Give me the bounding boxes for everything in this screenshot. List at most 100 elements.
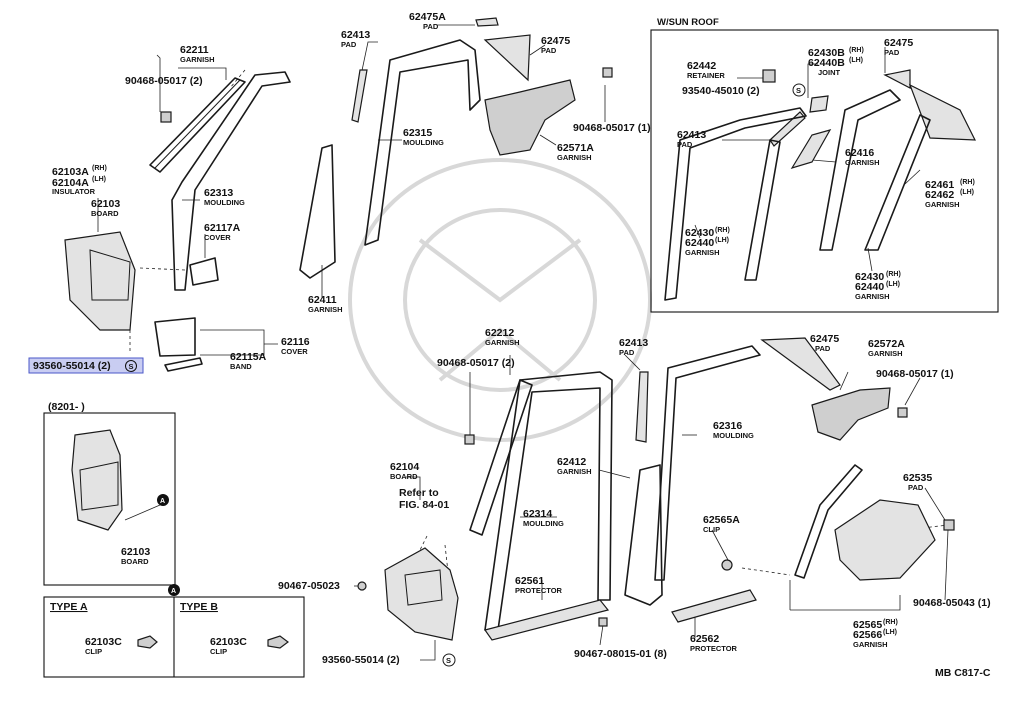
callout-62211: 62211 GARNISH: [180, 44, 215, 64]
svg-text:62116: 62116: [281, 336, 310, 348]
svg-text:62413: 62413: [341, 29, 370, 41]
callout-62413-sunroof: 62413 PAD: [677, 129, 706, 149]
diagram-code: MB C817-C: [935, 667, 991, 679]
svg-text:62412: 62412: [557, 456, 586, 468]
clip-icon-type-a: [137, 635, 158, 649]
svg-text:62475: 62475: [884, 37, 913, 49]
callout-62103A-62104A: 62103A (RH) 62104A (LH) INSULATOR: [52, 165, 107, 196]
svg-text:62316: 62316: [713, 420, 742, 432]
svg-text:PROTECTOR: PROTECTOR: [515, 586, 563, 595]
callout-62430-62440-sunroof-right: 62430 (RH) 62440 (LH) GARNISH: [855, 271, 901, 301]
svg-text:62413: 62413: [677, 129, 706, 141]
part-62103-board-inset: [71, 429, 123, 531]
svg-text:62535: 62535: [903, 472, 932, 484]
callout-62117A: 62117A COVER: [204, 222, 241, 242]
svg-text:PAD: PAD: [677, 140, 693, 149]
callout-62475-mid: 62475 PAD: [810, 333, 839, 353]
clip-icon-90468-05017-top: [602, 67, 613, 78]
svg-text:62430: 62430: [685, 227, 714, 239]
triangle-marker-table: A: [168, 584, 180, 596]
callout-62475-sunroof: 62475 PAD: [884, 37, 913, 57]
svg-text:62411: 62411: [308, 294, 337, 306]
callout-62442: 62442 RETAINER: [687, 60, 725, 80]
clip-icon-90468-05017-mid-left: [464, 434, 475, 445]
svg-text:62104A: 62104A: [52, 177, 89, 189]
svg-text:(LH): (LH): [92, 176, 106, 183]
svg-text:62313: 62313: [204, 187, 233, 199]
refer-to-fig-84-01[interactable]: Refer to FIG. 84-01: [399, 487, 449, 511]
callout-62411: 62411 GARNISH: [308, 294, 343, 314]
svg-text:62442: 62442: [687, 60, 716, 72]
callout-90468-05017-2-top: 90468-05017 (2): [125, 75, 203, 87]
callout-93560-55014-highlighted[interactable]: 93560-55014 (2) S: [28, 357, 144, 374]
clip-icon-90467-05023: [357, 581, 367, 591]
svg-text:A: A: [160, 498, 165, 505]
callout-62315: 62315 MOULDING: [403, 127, 444, 147]
svg-text:(LH): (LH): [849, 57, 863, 64]
callout-90468-05017-2-mid: 90468-05017 (2): [437, 357, 515, 369]
part-62212-garnish: [469, 379, 533, 536]
clip-icon-90468-05043: [943, 519, 955, 531]
svg-text:COVER: COVER: [281, 347, 308, 356]
part-62211-garnish: [149, 77, 246, 173]
svg-text:62440: 62440: [855, 281, 884, 293]
part-62115A-band: [164, 357, 203, 372]
callout-62313: 62313 MOULDING: [204, 187, 245, 207]
svg-text:62103C: 62103C: [210, 636, 247, 648]
callout-90468-05017-1-mid: 90468-05017 (1): [876, 368, 954, 380]
svg-text:(RH): (RH): [960, 179, 975, 186]
part-62116-cover: [154, 317, 196, 357]
callout-62562: 62562 PROTECTOR: [690, 633, 738, 653]
svg-text:62103C: 62103C: [85, 636, 122, 648]
svg-text:MOULDING: MOULDING: [403, 138, 444, 147]
callout-90468-05017-1-top: 90468-05017 (1): [573, 122, 651, 134]
part-62313-moulding: [171, 71, 291, 291]
svg-text:62565: 62565: [853, 619, 882, 631]
svg-text:TYPE A: TYPE A: [50, 601, 88, 613]
svg-text:PAD: PAD: [619, 348, 635, 357]
svg-text:(RH): (RH): [883, 619, 898, 626]
callout-62314: 62314 MOULDING: [523, 508, 564, 528]
callout-62461-62462: 62461 (RH) 62462 (LH) GARNISH: [925, 179, 975, 209]
svg-text:62115A: 62115A: [230, 351, 267, 363]
callout-62571A: 62571A GARNISH: [557, 142, 594, 162]
part-62475-pad-sunroof: [883, 69, 976, 141]
svg-text:62314: 62314: [523, 508, 552, 520]
callout-62413-mid: 62413 PAD: [619, 337, 648, 357]
part-62475-pad-mid: [760, 337, 841, 391]
type-b-cell: TYPE B 62103C CLIP: [180, 601, 247, 656]
part-62117A-cover: [189, 257, 219, 286]
svg-text:GARNISH: GARNISH: [925, 200, 960, 209]
svg-text:62104: 62104: [390, 461, 419, 473]
callout-62103-top: 62103 BOARD: [91, 198, 120, 218]
callout-62430B-62440B: 62430B (RH) 62440B (LH) JOINT: [808, 47, 864, 77]
part-62413-pad-top: [351, 69, 368, 123]
svg-text:62430: 62430: [855, 271, 884, 283]
callout-62572A: 62572A GARNISH: [868, 338, 905, 358]
svg-text:(RH): (RH): [715, 227, 730, 234]
svg-text:GARNISH: GARNISH: [845, 158, 880, 167]
clip-type-table: [43, 596, 305, 678]
svg-text:MOULDING: MOULDING: [204, 198, 245, 207]
part-62475-pad-top: [483, 34, 531, 82]
callout-93560-55014-bottom: 93560-55014 (2): [322, 654, 400, 666]
svg-text:62211: 62211: [180, 44, 209, 56]
svg-text:(LH): (LH): [715, 237, 729, 244]
svg-text:GARNISH: GARNISH: [557, 153, 592, 162]
svg-text:62561: 62561: [515, 575, 544, 587]
callout-62104: 62104 BOARD: [390, 461, 419, 481]
svg-text:62413: 62413: [619, 337, 648, 349]
svg-text:S: S: [796, 86, 801, 95]
svg-text:PAD: PAD: [541, 46, 557, 55]
sunroof-frame: [650, 29, 999, 313]
svg-text:62475: 62475: [810, 333, 839, 345]
svg-text:62475: 62475: [541, 35, 570, 47]
callout-62115A: 62115A BAND: [230, 351, 267, 371]
svg-text:PAD: PAD: [884, 48, 900, 57]
svg-text:93560-55014 (2): 93560-55014 (2): [33, 360, 111, 372]
svg-text:(RH): (RH): [92, 165, 107, 172]
svg-text:MOULDING: MOULDING: [523, 519, 564, 528]
svg-text:GARNISH: GARNISH: [308, 305, 343, 314]
part-62572A-garnish: [811, 387, 891, 441]
svg-text:(RH): (RH): [886, 271, 901, 278]
